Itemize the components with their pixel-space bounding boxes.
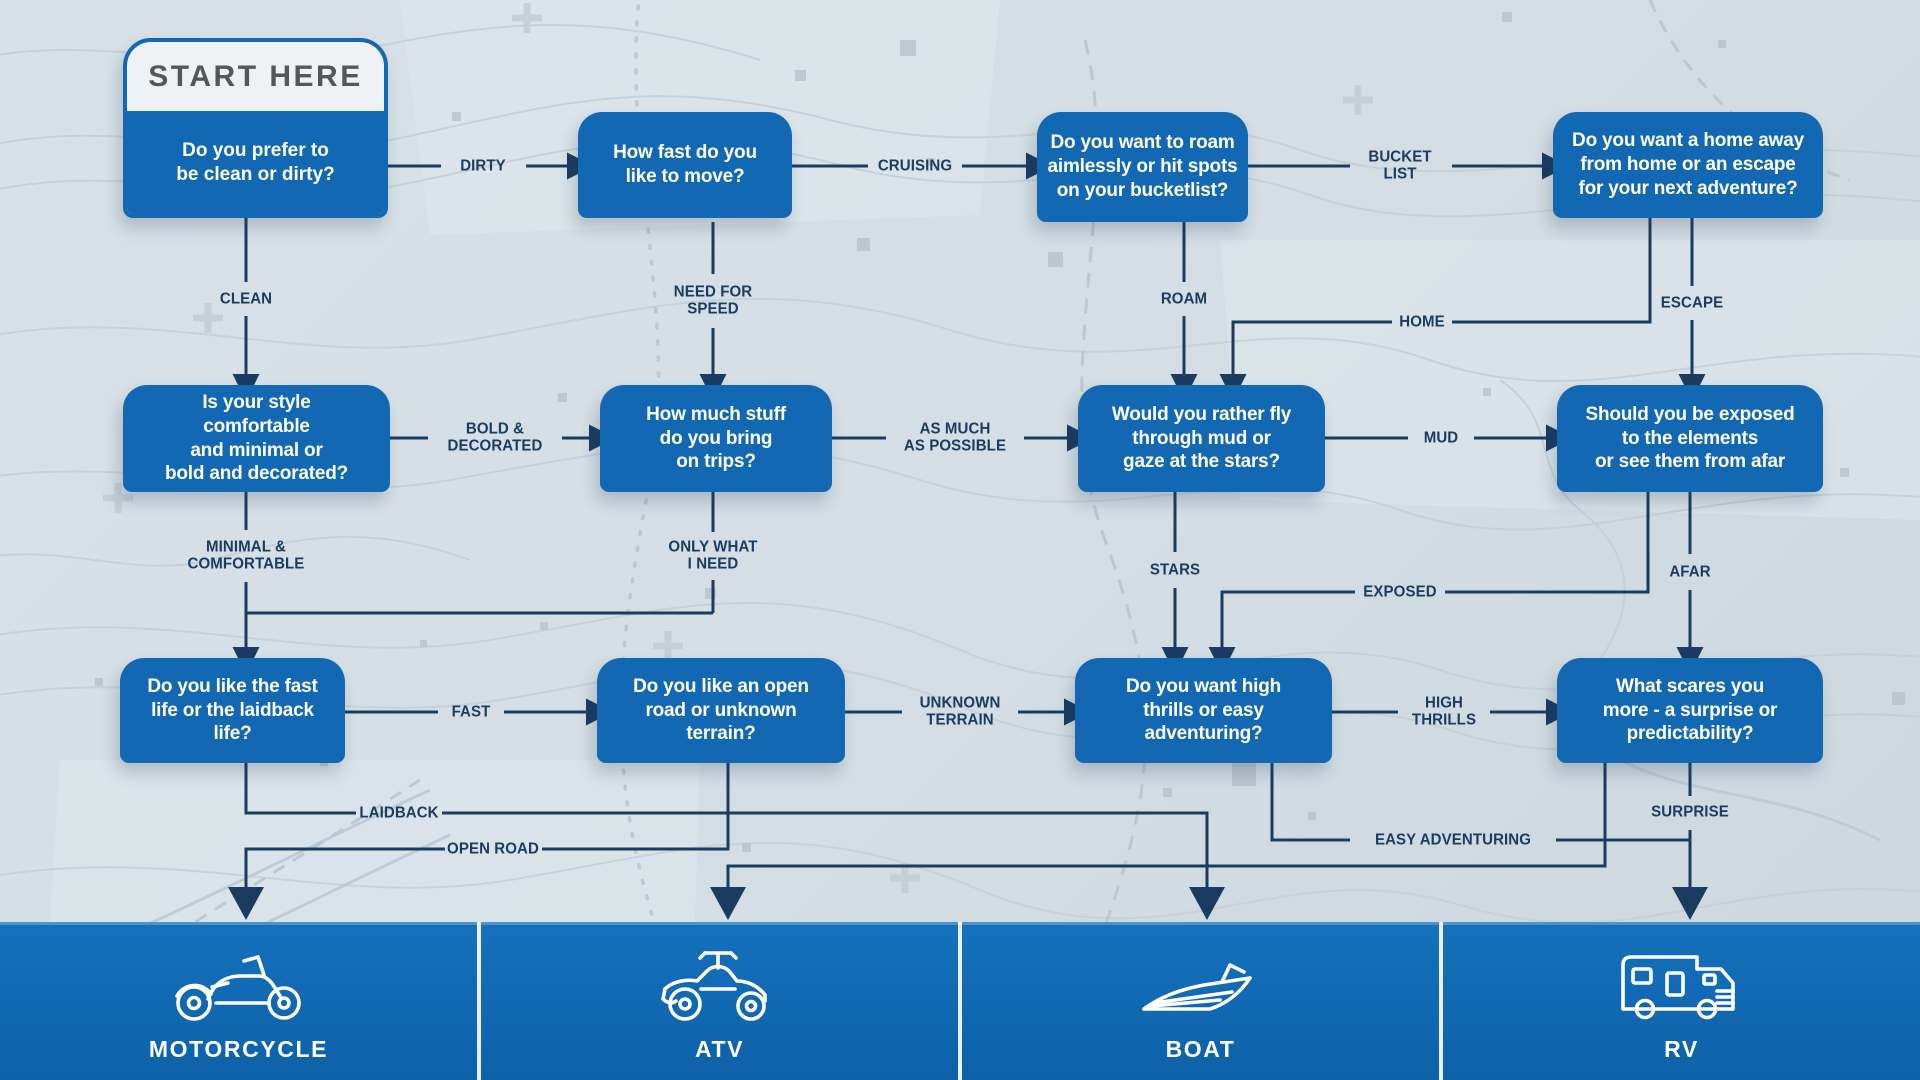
answer-label-escape: ESCAPE bbox=[1660, 294, 1724, 312]
atv-icon bbox=[660, 950, 767, 1021]
answer-label-exposed: EXPOSED bbox=[1363, 583, 1437, 601]
question-box-clean-dirty: Do you prefer to be clean or dirty? bbox=[127, 111, 384, 214]
result-label-rv: RV bbox=[1664, 1035, 1699, 1062]
answer-label-minimal-comfortable: MINIMAL & COMFORTABLE bbox=[187, 538, 305, 573]
connector-exposed bbox=[1208, 490, 1650, 674]
result-panel-boat: BOAT bbox=[962, 922, 1439, 1080]
result-arrowheads bbox=[228, 887, 1708, 920]
answer-label-afar: AFAR bbox=[1669, 563, 1711, 581]
question-box-road-terrain: Do you like an open road or unknown terr… bbox=[597, 658, 845, 763]
answer-label-unknown-terrain: UNKNOWN TERRAIN bbox=[919, 694, 1001, 729]
answer-label-bold-decorated: BOLD & DECORATED bbox=[447, 420, 543, 455]
result-panel-motorcycle: MOTORCYCLE bbox=[0, 922, 477, 1080]
answer-label-need-for-speed: NEED FOR SPEED bbox=[673, 283, 753, 318]
result-label-motorcycle: MOTORCYCLE bbox=[148, 1035, 329, 1062]
answer-label-stars: STARS bbox=[1149, 561, 1201, 579]
result-panels: MOTORCYCLE ATV BOAT bbox=[0, 922, 1920, 1080]
answer-label-high-thrills: HIGH THRILLS bbox=[1411, 694, 1477, 729]
result-panel-rv: RV bbox=[1443, 922, 1920, 1080]
start-here-box: START HERE Do you prefer to be clean or … bbox=[123, 38, 388, 218]
answer-label-open-road: OPEN ROAD bbox=[447, 840, 539, 858]
answer-label-dirty: DIRTY bbox=[460, 157, 506, 175]
question-box-fast-laidback: Do you like the fast life or the laidbac… bbox=[120, 658, 345, 763]
question-box-style: Is your style comfortable and minimal or… bbox=[123, 385, 390, 492]
connector-open-road-to-motorcycle bbox=[244, 763, 730, 888]
question-box-thrills: Do you want high thrills or easy adventu… bbox=[1075, 658, 1332, 763]
answer-label-bucket-list: BUCKET LIST bbox=[1368, 148, 1432, 183]
answer-label-fast: FAST bbox=[451, 703, 491, 721]
result-label-boat: BOAT bbox=[1165, 1035, 1236, 1062]
rv-icon bbox=[1620, 954, 1735, 1019]
answer-label-surprise: SURPRISE bbox=[1651, 803, 1729, 821]
question-box-exposed-afar: Should you be exposed to the elements or… bbox=[1557, 385, 1823, 492]
connector-laidback-to-boat bbox=[244, 763, 1209, 888]
answer-label-laidback: LAIDBACK bbox=[359, 804, 439, 822]
start-here-banner: START HERE bbox=[148, 59, 363, 93]
answer-label-as-much-as-possible: AS MUCH AS POSSIBLE bbox=[903, 420, 1007, 455]
answer-label-clean: CLEAN bbox=[219, 290, 273, 308]
question-box-mud-stars: Would you rather fly through mud or gaze… bbox=[1078, 385, 1325, 492]
motorcycle-icon bbox=[174, 954, 301, 1021]
answer-label-easy-adventuring: EASY ADVENTURING bbox=[1374, 831, 1532, 849]
question-box-how-fast: How fast do you like to move? bbox=[578, 112, 792, 218]
question-box-home-escape: Do you want a home away from home or an … bbox=[1553, 112, 1823, 218]
question-box-scares: What scares you more - a surprise or pre… bbox=[1557, 658, 1823, 763]
question-box-roam-bucketlist: Do you want to roam aimlessly or hit spo… bbox=[1037, 112, 1248, 222]
question-box-stuff: How much stuff do you bring on trips? bbox=[600, 385, 832, 492]
answer-label-roam: ROAM bbox=[1160, 290, 1208, 308]
answer-label-only-what-i-need: ONLY WHAT I NEED bbox=[668, 538, 758, 573]
connector-predictability-to-atv bbox=[726, 763, 1607, 888]
result-label-atv: ATV bbox=[694, 1035, 745, 1062]
connector-easy-adventuring bbox=[1270, 763, 1690, 842]
answer-label-cruising: CRUISING bbox=[877, 157, 953, 175]
answer-label-home: HOME bbox=[1399, 313, 1445, 331]
connector-home bbox=[1219, 218, 1652, 401]
boat-icon bbox=[1141, 962, 1252, 1011]
connector-minimal-comfortable bbox=[232, 492, 713, 674]
result-panel-atv: ATV bbox=[481, 922, 958, 1080]
answer-label-mud: MUD bbox=[1423, 429, 1459, 447]
